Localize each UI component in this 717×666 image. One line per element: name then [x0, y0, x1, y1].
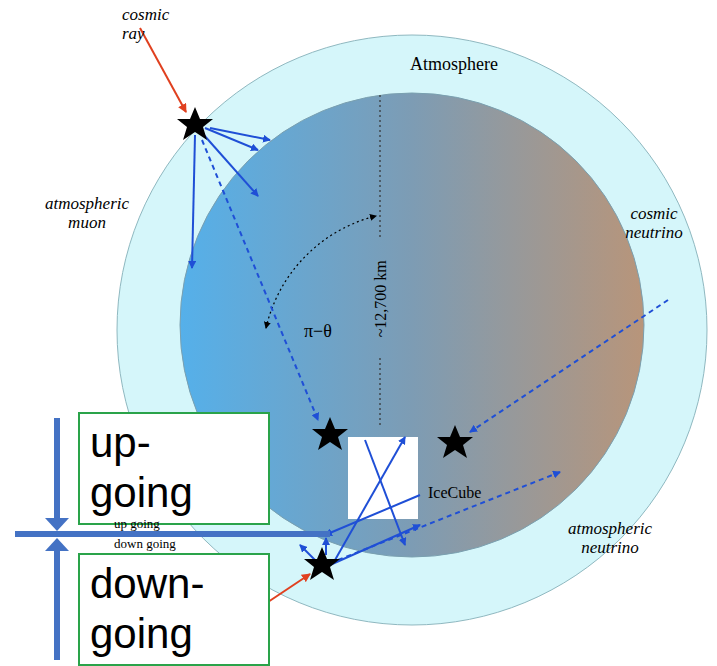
- atmosphere-label: Atmosphere: [410, 55, 498, 75]
- up-going-box: up- going: [78, 412, 270, 525]
- down-going-note: down going: [114, 537, 176, 551]
- diameter-label: ~12,700 km: [372, 260, 390, 337]
- icecube-label: IceCube: [428, 484, 481, 502]
- angle-label: π−θ: [304, 322, 332, 342]
- up-going-note: up going: [114, 517, 160, 531]
- cosmic-neutrino-label: cosmic neutrino: [614, 205, 694, 242]
- box-text: up- going: [80, 414, 230, 523]
- cosmic-ray-label: cosmic ray: [122, 6, 182, 43]
- muon-label: atmospheric muon: [42, 195, 132, 232]
- icecube-detector: [348, 437, 418, 519]
- down-going-box: down- going: [78, 553, 270, 666]
- box-text: down- going: [80, 555, 230, 664]
- atmospheric-neutrino-label: atmospheric neutrino: [555, 520, 665, 557]
